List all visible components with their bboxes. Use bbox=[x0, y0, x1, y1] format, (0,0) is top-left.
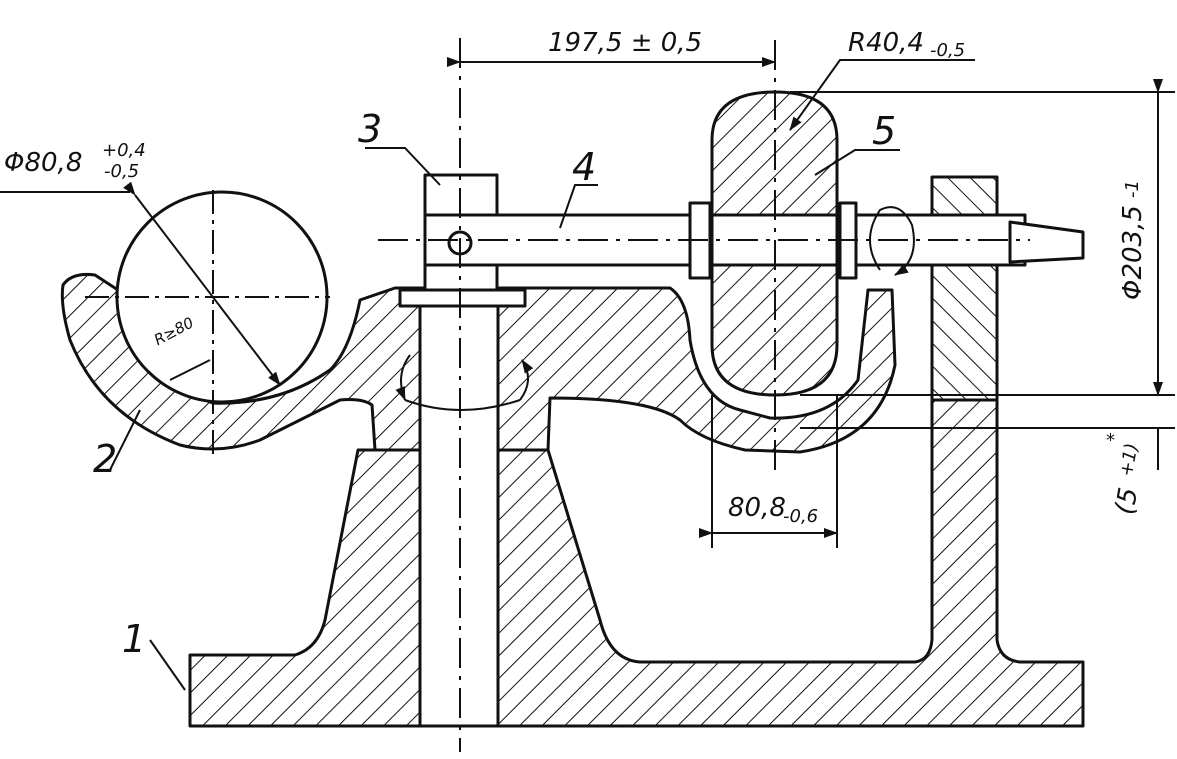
rotation-arrow-wheel bbox=[869, 206, 915, 276]
part-label-2: 2 bbox=[93, 437, 118, 481]
leader-1 bbox=[149, 639, 186, 691]
rotation-arrow-pin bbox=[404, 399, 521, 411]
d80-radial bbox=[123, 181, 281, 386]
dim-wheel-radius-tol: -0,5 bbox=[930, 40, 966, 61]
dim-ball-diameter-tol-lower: -0,5 bbox=[104, 161, 140, 182]
r80-leader bbox=[169, 359, 211, 381]
dim-width: 80,8 bbox=[728, 493, 786, 523]
leader-3 bbox=[365, 147, 441, 186]
dim-center-distance: 197,5 ± 0,5 bbox=[548, 28, 703, 58]
leader-4 bbox=[559, 184, 598, 229]
part-label-3: 3 bbox=[358, 107, 383, 151]
dim-ball-diameter: Φ80,8 bbox=[4, 148, 83, 178]
dim-gap-star: * bbox=[1106, 430, 1115, 451]
dim-wheel-radius: R40,4 bbox=[848, 28, 924, 58]
dim-outer-diameter-tol: -1 bbox=[1122, 180, 1143, 198]
dim-outer-diameter: Φ203,5 bbox=[1118, 205, 1148, 300]
dim-ball-diameter-tol-upper: +0,4 bbox=[102, 140, 146, 161]
part-label-4: 4 bbox=[572, 145, 597, 189]
part-label-5: 5 bbox=[872, 109, 897, 153]
r40-leader bbox=[789, 59, 975, 131]
rotation-arrow-right bbox=[519, 359, 534, 401]
dim-gap: (5 bbox=[1110, 485, 1145, 517]
rotation-arrow-left bbox=[395, 354, 411, 401]
part-label-1: 1 bbox=[122, 617, 147, 661]
leader-5 bbox=[814, 149, 900, 176]
leader-2 bbox=[109, 409, 141, 471]
dim-width-tol: -0,6 bbox=[783, 506, 819, 527]
